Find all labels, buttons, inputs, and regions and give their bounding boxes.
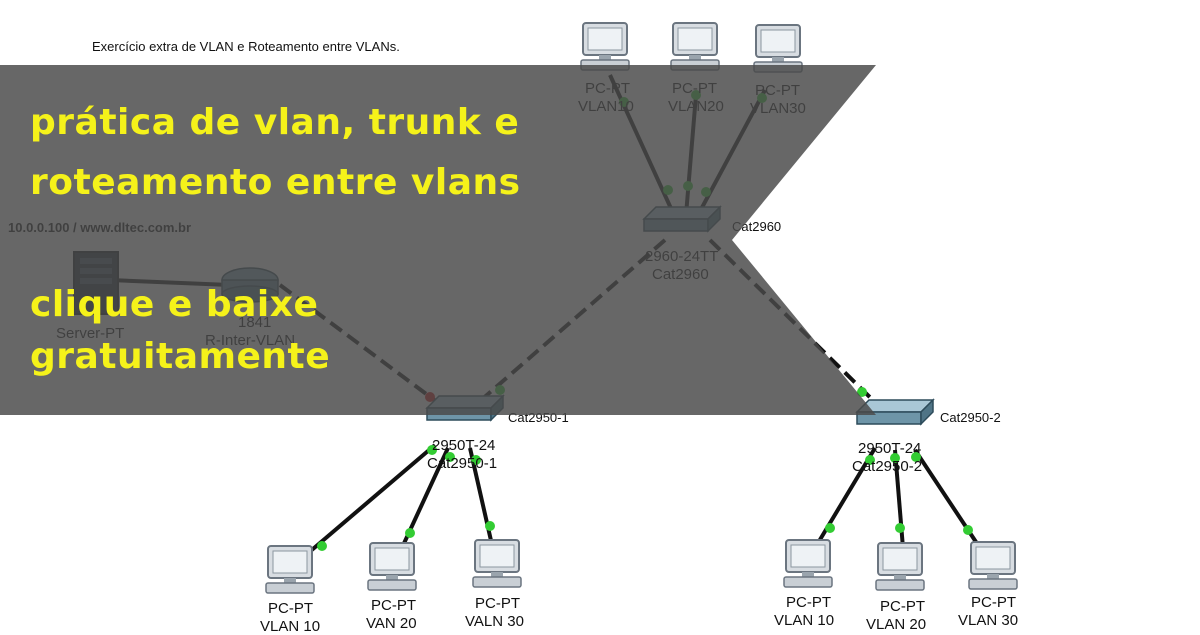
pc-right-1[interactable] (783, 539, 833, 588)
pc-left-3-vlan: VALN 30 (465, 613, 524, 630)
pc-right-3-type: PC-PT (971, 594, 1016, 611)
right-switch-name: Cat2950-2 (852, 458, 923, 475)
pc-left-2[interactable] (367, 542, 417, 591)
pc-left-1[interactable] (265, 545, 315, 594)
pc-left-2-type: PC-PT (371, 597, 416, 614)
pc-right-1-type: PC-PT (786, 594, 831, 611)
banner-headline-line2: Roteamento entre VLANs (30, 162, 521, 203)
pc-left-1-type: PC-PT (268, 600, 313, 617)
pc-right-3-vlan: VLAN 30 (958, 612, 1019, 629)
banner-cta-line2: gratuitamente (30, 336, 331, 377)
pc-right-2[interactable] (875, 542, 925, 591)
pc-right-2-type: PC-PT (880, 598, 925, 615)
left-switch-model: 2950T-24 (432, 437, 496, 454)
banner-headline-line1: Prática de VLAN, Trunk e (30, 102, 520, 143)
pc-left-3-type: PC-PT (475, 595, 520, 612)
right-switch-model: 2950T-24 (858, 440, 922, 457)
banner-cta-line1: Clique e baixe (30, 284, 319, 325)
pc-right-1-vlan: VLAN 10 (774, 612, 835, 629)
exercise-title: Exercício extra de VLAN e Roteamento ent… (92, 39, 400, 54)
pc-left-2-vlan: VAN 20 (366, 615, 417, 632)
pc-left-3[interactable] (472, 539, 522, 588)
left-switch-name: Cat2950-1 (427, 455, 498, 472)
pc-left-1-vlan: VLAN 10 (260, 618, 321, 635)
right-switch-tag: Cat2950-2 (940, 410, 1001, 425)
pc-right-2-vlan: VLAN 20 (866, 616, 927, 633)
pc-right-3[interactable] (968, 541, 1018, 590)
